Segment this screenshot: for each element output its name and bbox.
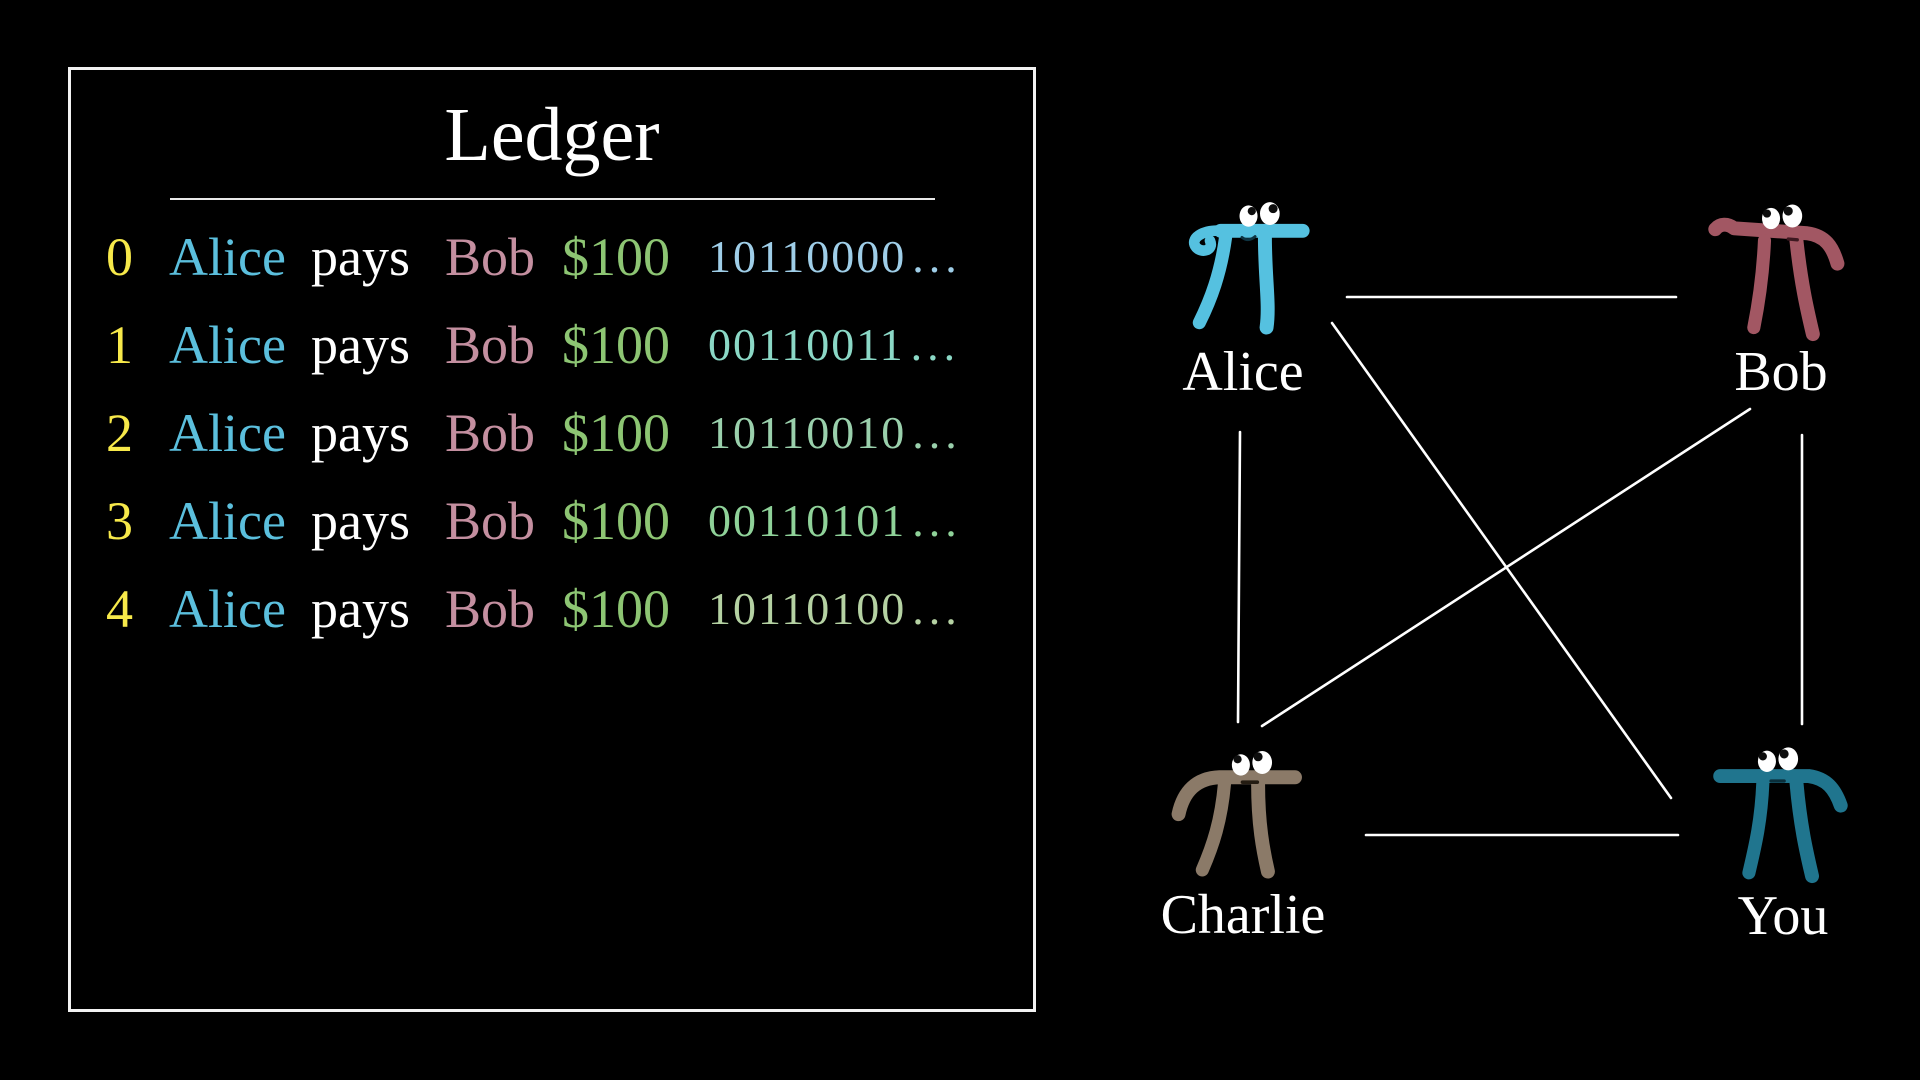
charlie-body-bar: [1171, 770, 1302, 822]
alice-right-eye: [1260, 202, 1280, 226]
payer-name: Alice: [169, 490, 286, 551]
bob-right-pupil: [1783, 206, 1793, 216]
signature: 00110101...: [708, 494, 962, 546]
ledger-row: 1 Alice pays Bob $100 00110011...: [71, 301, 1033, 389]
ledger-row: 3 Alice pays Bob $100 00110101...: [71, 477, 1033, 565]
alice-left-leg: [1192, 230, 1233, 330]
amount: $100: [562, 402, 670, 463]
pays-verb: pays: [311, 490, 410, 551]
payee-name: Bob: [445, 490, 536, 551]
node-label-you: You: [1738, 885, 1829, 947]
signature-ellipsis: ...: [912, 582, 962, 634]
you-left-pupil: [1758, 752, 1767, 761]
charlie-left-pupil: [1233, 755, 1242, 764]
you-left-leg: [1742, 776, 1770, 880]
pi-creature-you: [1713, 747, 1848, 884]
pi-creature-alice: [1189, 202, 1310, 335]
payee-name: Bob: [445, 314, 536, 375]
you-body-bar: [1713, 769, 1848, 813]
node-label-bob: Bob: [1734, 341, 1827, 403]
ledger-row: 4 Alice pays Bob $100 10110100...: [71, 565, 1033, 653]
bob-left-pupil: [1762, 209, 1772, 218]
bob-left-leg: [1747, 234, 1772, 335]
payee-name: Bob: [445, 226, 536, 287]
node-label-charlie: Charlie: [1161, 884, 1326, 946]
ledger-title-underline: [169, 197, 935, 200]
bob-body-bar: [1708, 217, 1845, 271]
row-index: 2: [106, 402, 133, 463]
pi-creature-charlie: [1171, 751, 1302, 879]
payee-name: Bob: [445, 402, 536, 463]
ledger-row: 2 Alice pays Bob $100 10110010...: [71, 389, 1033, 477]
charlie-right-leg: [1251, 776, 1275, 879]
alice-curled-arm: [1189, 225, 1230, 256]
charlie-right-pupil: [1253, 752, 1263, 762]
you-right-pupil: [1779, 749, 1789, 759]
alice-right-pupil: [1268, 204, 1278, 214]
payer-name: Alice: [169, 402, 286, 463]
pays-verb: pays: [311, 314, 410, 375]
row-index: 0: [106, 226, 133, 287]
payer-name: Alice: [169, 578, 286, 639]
signature-ellipsis: ...: [910, 318, 961, 370]
amount: $100: [562, 578, 670, 639]
pays-verb: pays: [311, 226, 410, 287]
payee-name: Bob: [445, 578, 536, 639]
payer-name: Alice: [169, 226, 286, 287]
signature: 10110000...: [708, 230, 962, 282]
row-index: 4: [106, 578, 133, 639]
you-right-leg: [1789, 775, 1820, 884]
node-label-alice: Alice: [1182, 341, 1303, 403]
ledger-title: Ledger: [444, 93, 660, 177]
alice-left-pupil: [1247, 207, 1256, 216]
pays-verb: pays: [311, 402, 410, 463]
signature-ellipsis: ...: [912, 406, 962, 458]
ledger-row: 0 Alice pays Bob $100 10110000...: [71, 213, 1033, 301]
edge-bob-charlie: [1260, 407, 1752, 728]
bob-mouth: [1786, 237, 1799, 242]
amount: $100: [562, 226, 670, 287]
signature: 00110011...: [708, 318, 961, 370]
edge-alice-you: [1330, 321, 1673, 800]
row-index: 3: [106, 490, 133, 551]
signature: 10110010...: [708, 406, 962, 458]
pi-creature-bob: [1708, 204, 1845, 342]
pays-verb: pays: [311, 578, 410, 639]
amount: $100: [562, 314, 670, 375]
charlie-left-leg: [1195, 777, 1232, 877]
amount: $100: [562, 490, 670, 551]
signature-ellipsis: ...: [912, 494, 962, 546]
edge-alice-charlie: [1236, 430, 1242, 724]
alice-mouth: [1240, 235, 1257, 242]
bob-right-leg: [1789, 233, 1820, 342]
alice-right-leg: [1257, 230, 1275, 335]
row-index: 1: [106, 314, 133, 375]
payer-name: Alice: [169, 314, 286, 375]
signature: 10110100...: [708, 582, 962, 634]
signature-ellipsis: ...: [912, 230, 962, 282]
